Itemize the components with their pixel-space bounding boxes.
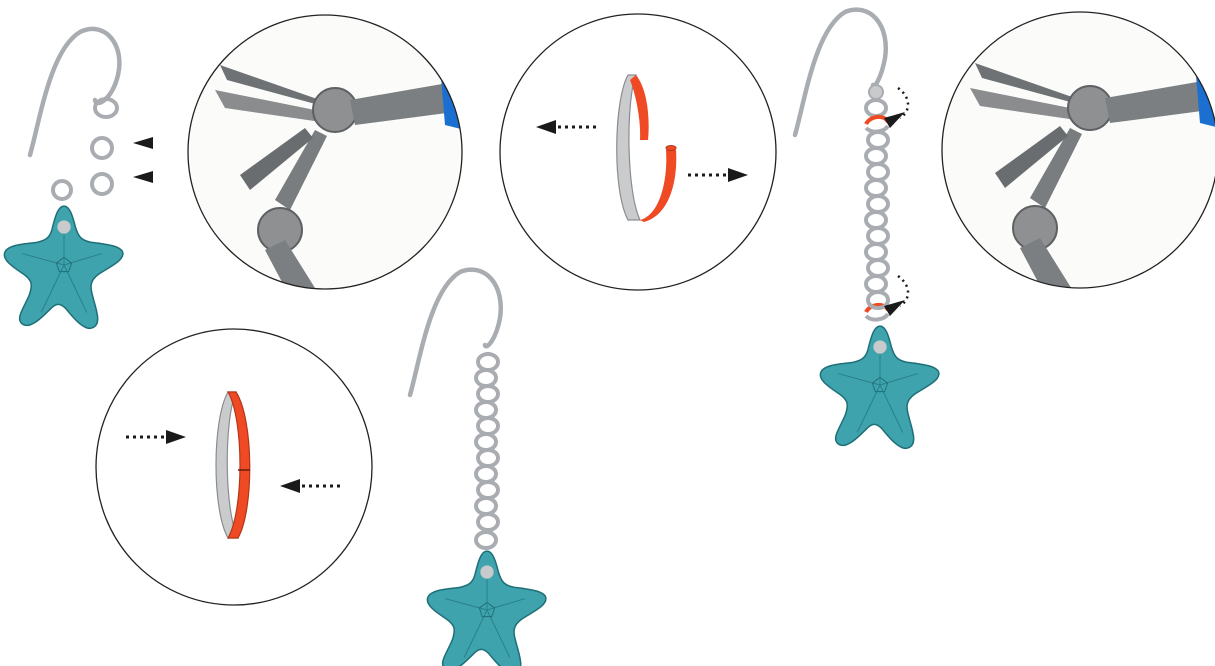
jump-ring bbox=[92, 174, 112, 194]
charm-loop bbox=[53, 181, 71, 199]
chain bbox=[476, 354, 498, 548]
open-ring-closeup bbox=[500, 14, 776, 290]
starfish-charm bbox=[427, 551, 546, 666]
parts-group bbox=[4, 29, 153, 328]
starfish-charm bbox=[820, 326, 939, 448]
pointer-arrow bbox=[133, 171, 153, 183]
jump-ring bbox=[92, 138, 112, 158]
closed-ring-closeup bbox=[96, 329, 372, 605]
pointer-arrow bbox=[133, 137, 153, 149]
attach-step-earring bbox=[795, 10, 939, 449]
pliers-closeup bbox=[188, 15, 485, 360]
ear-wire-part bbox=[30, 29, 119, 155]
pliers-closeup bbox=[942, 12, 1215, 358]
finished-earring bbox=[410, 270, 546, 666]
ear-wire-loop bbox=[95, 99, 117, 117]
starfish-charm bbox=[4, 206, 123, 328]
ear-wire bbox=[410, 270, 501, 395]
